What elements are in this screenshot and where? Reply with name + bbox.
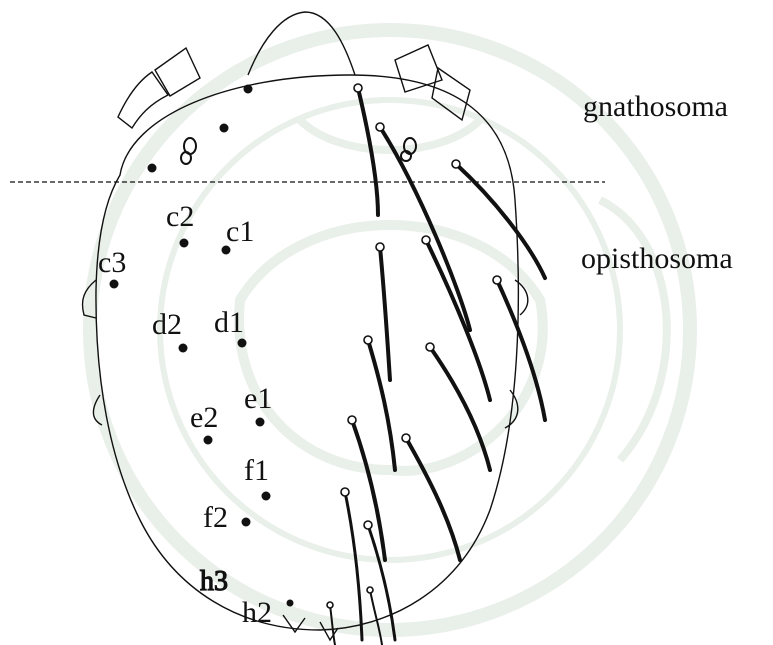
- label-e2: e2: [190, 401, 218, 434]
- mite-body-outline: [81, 11, 529, 642]
- seta-c2-dot: [179, 238, 189, 248]
- region-label-opisthosoma: opisthosoma: [581, 242, 733, 275]
- setae-dots: [109, 84, 294, 607]
- seta-d2-dot: [178, 343, 188, 353]
- seta-h2-dot: [286, 599, 294, 607]
- label-e1: e1: [244, 382, 272, 415]
- label-c1: c1: [226, 215, 254, 248]
- label-c2: c2: [166, 200, 194, 233]
- label-f1: f1: [244, 454, 269, 487]
- seta-d1-dot: [237, 338, 247, 348]
- seta-c3-dot: [109, 279, 119, 289]
- watermark-seal: [83, 23, 697, 637]
- label-d1: d1: [214, 306, 244, 339]
- label-h3: h3: [200, 566, 228, 597]
- seta-e1-dot: [255, 417, 265, 427]
- seta-f2-dot: [241, 517, 251, 527]
- setae-right-side: [329, 86, 547, 645]
- seta-f1-dot: [261, 491, 271, 501]
- setae-sockets: [326, 83, 502, 609]
- label-f2: f2: [203, 501, 228, 534]
- seta-labels: c2 c1 c3 d2 d1 e2 e1 f1 f2 h3 h2: [98, 200, 272, 629]
- label-d2: d2: [152, 308, 182, 341]
- seta-c1-dot: [221, 245, 231, 255]
- label-c3: c3: [98, 246, 126, 279]
- seta-e2-dot: [203, 435, 213, 445]
- eye-spots: [180, 137, 417, 165]
- label-h2: h2: [242, 596, 272, 629]
- region-label-gnathosoma: gnathosoma: [583, 90, 728, 123]
